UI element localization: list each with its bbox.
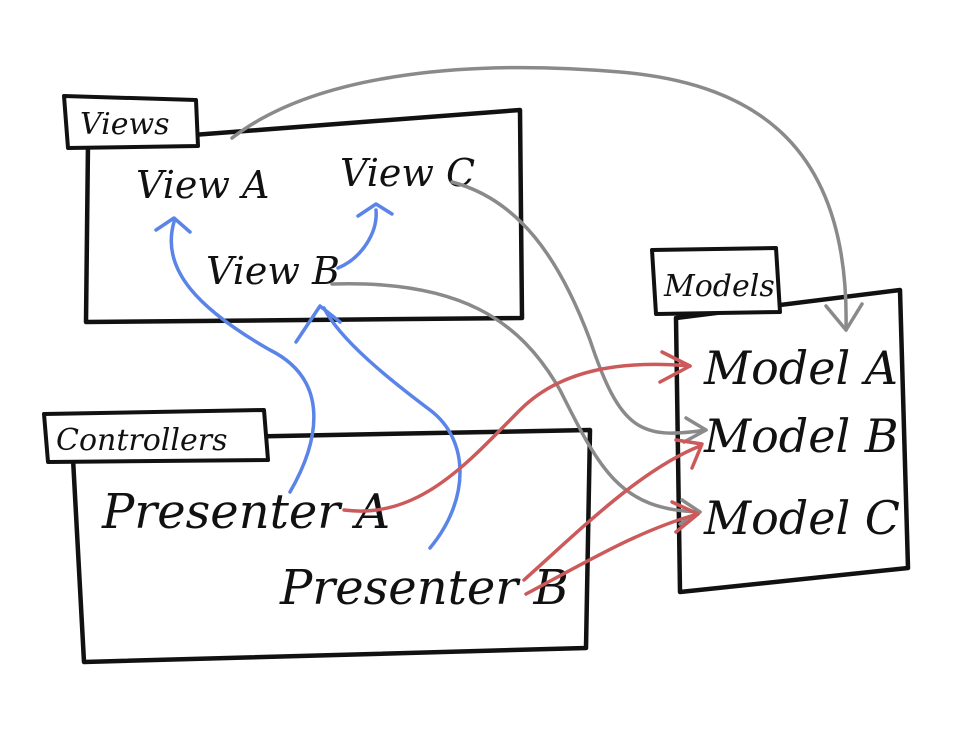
controllers-tab: Controllers bbox=[42, 408, 270, 464]
arrowhead-presenter-a-to-model-a bbox=[658, 350, 692, 384]
arrowhead-view-b-to-view-c bbox=[356, 202, 394, 218]
models-tab: Models bbox=[650, 246, 782, 316]
arrow-view-b-to-model-c bbox=[330, 281, 702, 514]
arrowhead-views-to-models bbox=[824, 302, 864, 332]
model-a-label: Model A bbox=[703, 341, 898, 395]
arrow-presenter-a-to-view-a bbox=[169, 220, 316, 494]
arrow-presenter-b-to-model-c bbox=[524, 512, 700, 596]
views-box bbox=[83, 107, 525, 325]
controllers-box bbox=[69, 427, 593, 665]
arrow-presenter-b-to-model-b bbox=[522, 444, 702, 582]
arrowhead-presenter-b-to-model-b bbox=[674, 438, 704, 470]
controllers-tab-label: Controllers bbox=[56, 423, 227, 458]
arrowhead-presenter-b-to-model-c bbox=[670, 500, 700, 534]
arrow-presenter-a-to-model-a bbox=[342, 362, 692, 513]
models-tab-label: Models bbox=[663, 269, 775, 304]
presenter-a-label: Presenter A bbox=[101, 484, 390, 540]
arrowhead-view-b-to-model-c bbox=[678, 498, 702, 526]
arrow-view-b-to-view-c bbox=[336, 208, 378, 270]
arrow-view-c-to-model-b bbox=[450, 180, 708, 435]
model-c-label: Model C bbox=[703, 491, 900, 545]
arrowhead-view-c-to-model-b bbox=[682, 416, 708, 444]
presenter-b-label: Presenter B bbox=[279, 560, 569, 616]
arrowhead-presenter-a-to-view-a bbox=[154, 216, 192, 234]
view-b-label: View B bbox=[206, 249, 340, 293]
view-a-label: View A bbox=[136, 163, 269, 207]
models-box bbox=[673, 287, 911, 595]
arrow-presenter-b-to-view-b bbox=[322, 306, 462, 550]
views-tab-label: Views bbox=[80, 107, 170, 142]
views-tab: Views bbox=[62, 94, 200, 150]
model-b-label: Model B bbox=[703, 409, 899, 463]
view-c-label: View C bbox=[340, 151, 475, 195]
arrowhead-presenter-b-to-view-b bbox=[294, 304, 342, 344]
arrow-views-to-models bbox=[230, 65, 848, 332]
